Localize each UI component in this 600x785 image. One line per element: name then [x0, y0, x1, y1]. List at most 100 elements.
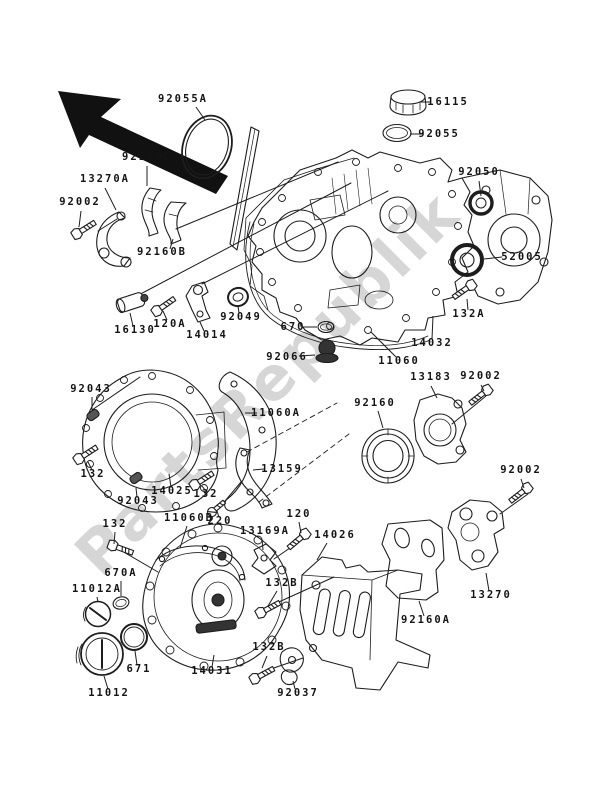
part-drawing-oring-670a — [112, 596, 130, 610]
svg-text:14031: 14031 — [191, 665, 233, 677]
part-label-11060: 11060 — [370, 331, 418, 367]
part-label-14026: 14026 — [314, 529, 356, 561]
part-label-92002-2: 92002 — [460, 370, 502, 392]
svg-text:11060B: 11060B — [164, 512, 214, 524]
part-drawing-strip-13159 — [235, 447, 273, 509]
bolt-icon-92002-1 — [69, 217, 99, 242]
engine-line-art — [69, 89, 553, 691]
part-label-16115: 16115 — [419, 96, 469, 108]
svg-text:16115: 16115 — [427, 96, 469, 108]
part-drawing-bracket-13270 — [447, 499, 505, 571]
part-label-14025: 14025 — [151, 473, 193, 497]
part-drawing-damper-92160c — [141, 187, 162, 237]
part-label-220: 220 — [208, 510, 233, 527]
part-label-92160C: 92160C — [122, 151, 172, 186]
part-drawing-gasket-edge — [229, 126, 260, 251]
svg-text:92055: 92055 — [418, 128, 460, 140]
part-label-13270: 13270 — [470, 572, 510, 601]
svg-text:92160C: 92160C — [122, 151, 172, 163]
part-label-92002-3: 92002 — [500, 464, 542, 489]
svg-text:92002: 92002 — [460, 370, 502, 382]
bolt-icon-132-1 — [71, 441, 101, 467]
part-drawing-oring-671 — [120, 623, 148, 651]
svg-text:132: 132 — [81, 468, 106, 480]
part-label-92002-1: 92002 — [59, 196, 101, 228]
part-label-92050: 92050 — [458, 166, 500, 197]
part-label-132-3: 132 — [103, 518, 128, 545]
svg-text:220: 220 — [208, 515, 233, 527]
svg-text:14014: 14014 — [186, 329, 228, 341]
part-label-132A: 132A — [452, 298, 485, 320]
svg-text:132B: 132B — [265, 577, 298, 589]
part-labels: 92055A 16115 92055 92160C 92050 13270A 92002 92… — [59, 93, 542, 699]
part-label-92160B: 92160B — [137, 238, 187, 258]
part-label-14031: 14031 — [191, 654, 233, 677]
assembly-lines — [91, 161, 529, 673]
part-label-13169A: 13169A — [240, 525, 290, 551]
part-drawing-oring-92055 — [382, 123, 412, 143]
part-label-120: 120 — [287, 508, 309, 534]
part-label-670A: 670A — [104, 567, 136, 596]
svg-text:92055A: 92055A — [158, 93, 208, 105]
part-drawing-pin-92043-1 — [86, 408, 100, 422]
part-drawing-dowel-16130 — [115, 292, 149, 314]
part-drawing-cap-11012 — [75, 632, 124, 676]
part-drawing-bracket-13270a — [96, 211, 132, 268]
part-label-92160A: 92160A — [401, 600, 451, 626]
bolt-icon-92002-2 — [466, 382, 495, 409]
svg-text:13159: 13159 — [261, 463, 303, 475]
svg-text:92037: 92037 — [277, 687, 319, 699]
part-label-92160: 92160 — [354, 397, 394, 429]
svg-text:92002: 92002 — [500, 464, 542, 476]
svg-text:14026: 14026 — [314, 529, 356, 541]
part-drawing-cover-14025 — [82, 369, 227, 513]
bolt-icon-132b-1 — [253, 597, 283, 621]
part-label-92043-2: 92043 — [117, 487, 159, 507]
part-label-14014: 14014 — [186, 321, 228, 341]
part-label-52005: 52005 — [483, 251, 541, 263]
svg-text:132B: 132B — [252, 641, 285, 653]
svg-text:11060A: 11060A — [251, 407, 301, 419]
part-drawing-cover-14026 — [299, 556, 431, 691]
svg-text:13183: 13183 — [410, 371, 452, 383]
part-label-13159: 13159 — [252, 463, 303, 475]
svg-text:92050: 92050 — [458, 166, 500, 178]
part-drawing-pin-92043-2 — [129, 471, 143, 485]
svg-text:92160B: 92160B — [137, 246, 187, 258]
part-label-92037: 92037 — [277, 680, 319, 699]
svg-text:92049: 92049 — [220, 311, 262, 323]
svg-text:671: 671 — [127, 663, 152, 675]
part-drawing-cover-14031 — [142, 523, 291, 671]
svg-text:11012A: 11012A — [72, 583, 122, 595]
part-drawing-oring-670 — [317, 320, 335, 334]
part-drawing-plug-92066 — [315, 339, 339, 364]
svg-text:92160A: 92160A — [401, 614, 451, 626]
part-label-16130: 16130 — [114, 312, 156, 336]
svg-text:120A: 120A — [153, 318, 186, 330]
part-label-92055: 92055 — [410, 128, 460, 140]
part-drawing-crankcase-14032 — [243, 149, 553, 350]
part-label-11012A: 11012A — [72, 583, 122, 603]
svg-text:132: 132 — [103, 518, 128, 530]
svg-text:92002: 92002 — [59, 196, 101, 208]
part-label-132B-1: 132B — [265, 577, 298, 607]
part-drawing-plate-13183 — [413, 393, 467, 465]
part-label-132-2: 132 — [194, 485, 216, 500]
part-label-11060B: 11060B — [164, 512, 214, 549]
part-label-132B-2: 132B — [252, 641, 285, 669]
svg-text:13169A: 13169A — [240, 525, 290, 537]
part-label-11060A: 11060A — [245, 407, 301, 419]
svg-text:92043: 92043 — [117, 495, 159, 507]
part-label-92049: 92049 — [220, 305, 262, 323]
svg-text:92066: 92066 — [266, 351, 308, 363]
part-label-14032: 14032 — [411, 315, 451, 349]
part-label-132-1: 132 — [81, 461, 106, 480]
svg-text:13270A: 13270A — [80, 173, 130, 185]
svg-text:14025: 14025 — [151, 485, 193, 497]
svg-text:16130: 16130 — [114, 324, 156, 336]
svg-text:670: 670 — [281, 321, 306, 333]
fasteners — [69, 217, 535, 687]
svg-text:132A: 132A — [452, 308, 485, 320]
